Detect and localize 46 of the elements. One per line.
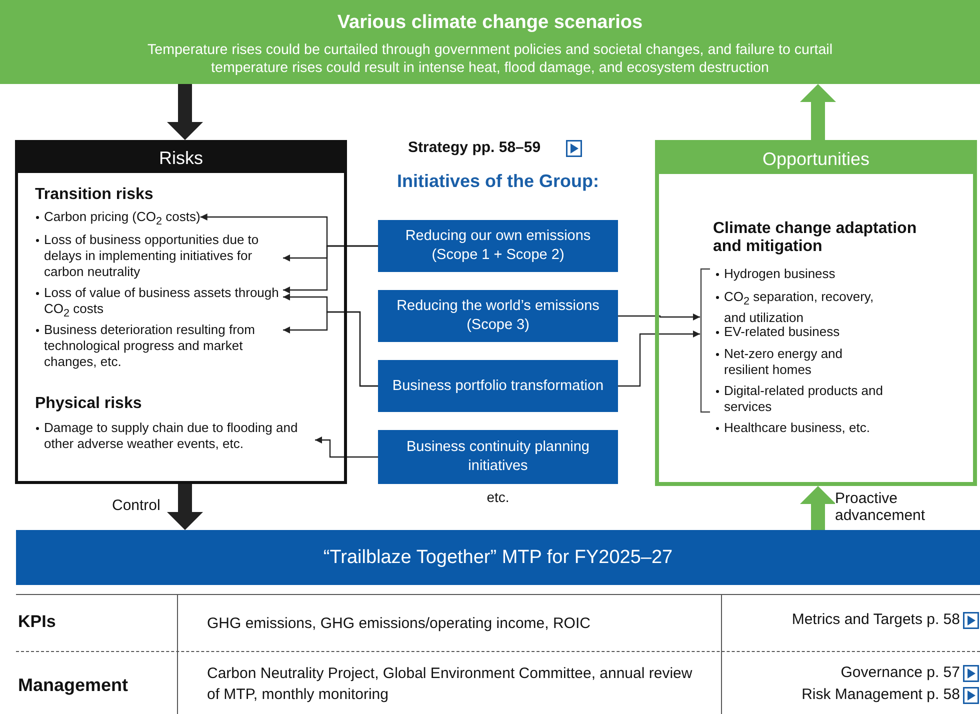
initiative-box: Business continuity planning initiatives [378,430,618,484]
scenario-banner [0,0,980,84]
page-reference: Strategy pp. 58–59 [408,139,541,156]
arrow [283,311,378,387]
row-text: Carbon Neutrality Project, Global Environment Committee, annual review of MTP, monthly monitoring [207,664,694,705]
banner-text: Temperature rises could be curtailed through government policies and societal changes, and failure to curtail temperature rises could result in intense heat, flood damage, and ecosystem destruction [146,41,834,77]
page-reference: Metrics and Targets p. 58 [792,611,960,628]
opportunity-item: Net-zero energy and resilient homes [715,346,890,378]
panel-header: Risks [18,143,344,173]
block-arrow [800,486,836,530]
initiative-box: Reducing the world’s emissions (Scope 3) [378,290,618,342]
page-reference: Governance p. 57 [840,664,960,681]
section-heading: Physical risks [35,395,142,413]
opportunities-panel [655,140,977,486]
page-reference: Risk Management p. 58 [802,686,960,703]
opportunity-item: Digital-related products and services [715,383,890,415]
panel-header: Opportunities [659,144,973,174]
bracket [700,268,710,413]
row-heading: KPIs [18,612,56,632]
plan-banner: “Trailblaze Together” MTP for FY2025–27 [16,530,980,585]
section-heading: Transition risks [35,186,154,204]
banner-title: Various climate change scenarios [336,12,644,34]
initiative-box: Reducing our own emissions (Scope 1 + Scope 2) [378,220,618,272]
arrow [618,330,700,387]
row-heading: Management [18,675,128,696]
risk-item: Carbon pricing (CO$_{2}$ costs) [35,209,200,230]
initiative-box: Business portfolio transformation [378,360,618,412]
arrow [283,245,378,294]
column-heading: Initiatives of the Group: [396,170,600,192]
opportunity-item: Healthcare business, etc. [715,420,890,436]
risk-item: Business deterioration resulting from technological progress and market changes, etc. [35,322,283,370]
block-arrow [800,84,836,140]
arrow [618,314,700,320]
arrow [315,436,378,458]
opportunity-item: Hydrogen business [715,266,890,282]
block-arrow [167,84,203,140]
block-arrow [167,484,203,530]
section-heading: Climate change adaptation and mitigation [713,220,918,256]
risks-panel [15,140,347,484]
opportunity-item: EV-related business [715,324,890,340]
risk-item: Loss of business opportunities due to delays in implementing initiatives for carbon neutrality [35,232,283,280]
note: etc. [486,489,510,505]
opportunity-item: CO$_{2}$ separation, recovery, and utilization [715,289,890,326]
row-text: GHG emissions, GHG emissions/operating income, ROIC [207,615,590,632]
risk-item: Loss of value of business assets through CO$_{2}$ costs [35,285,283,322]
risk-item: Damage to supply chain due to flooding and other adverse weather events, etc. [35,420,315,452]
